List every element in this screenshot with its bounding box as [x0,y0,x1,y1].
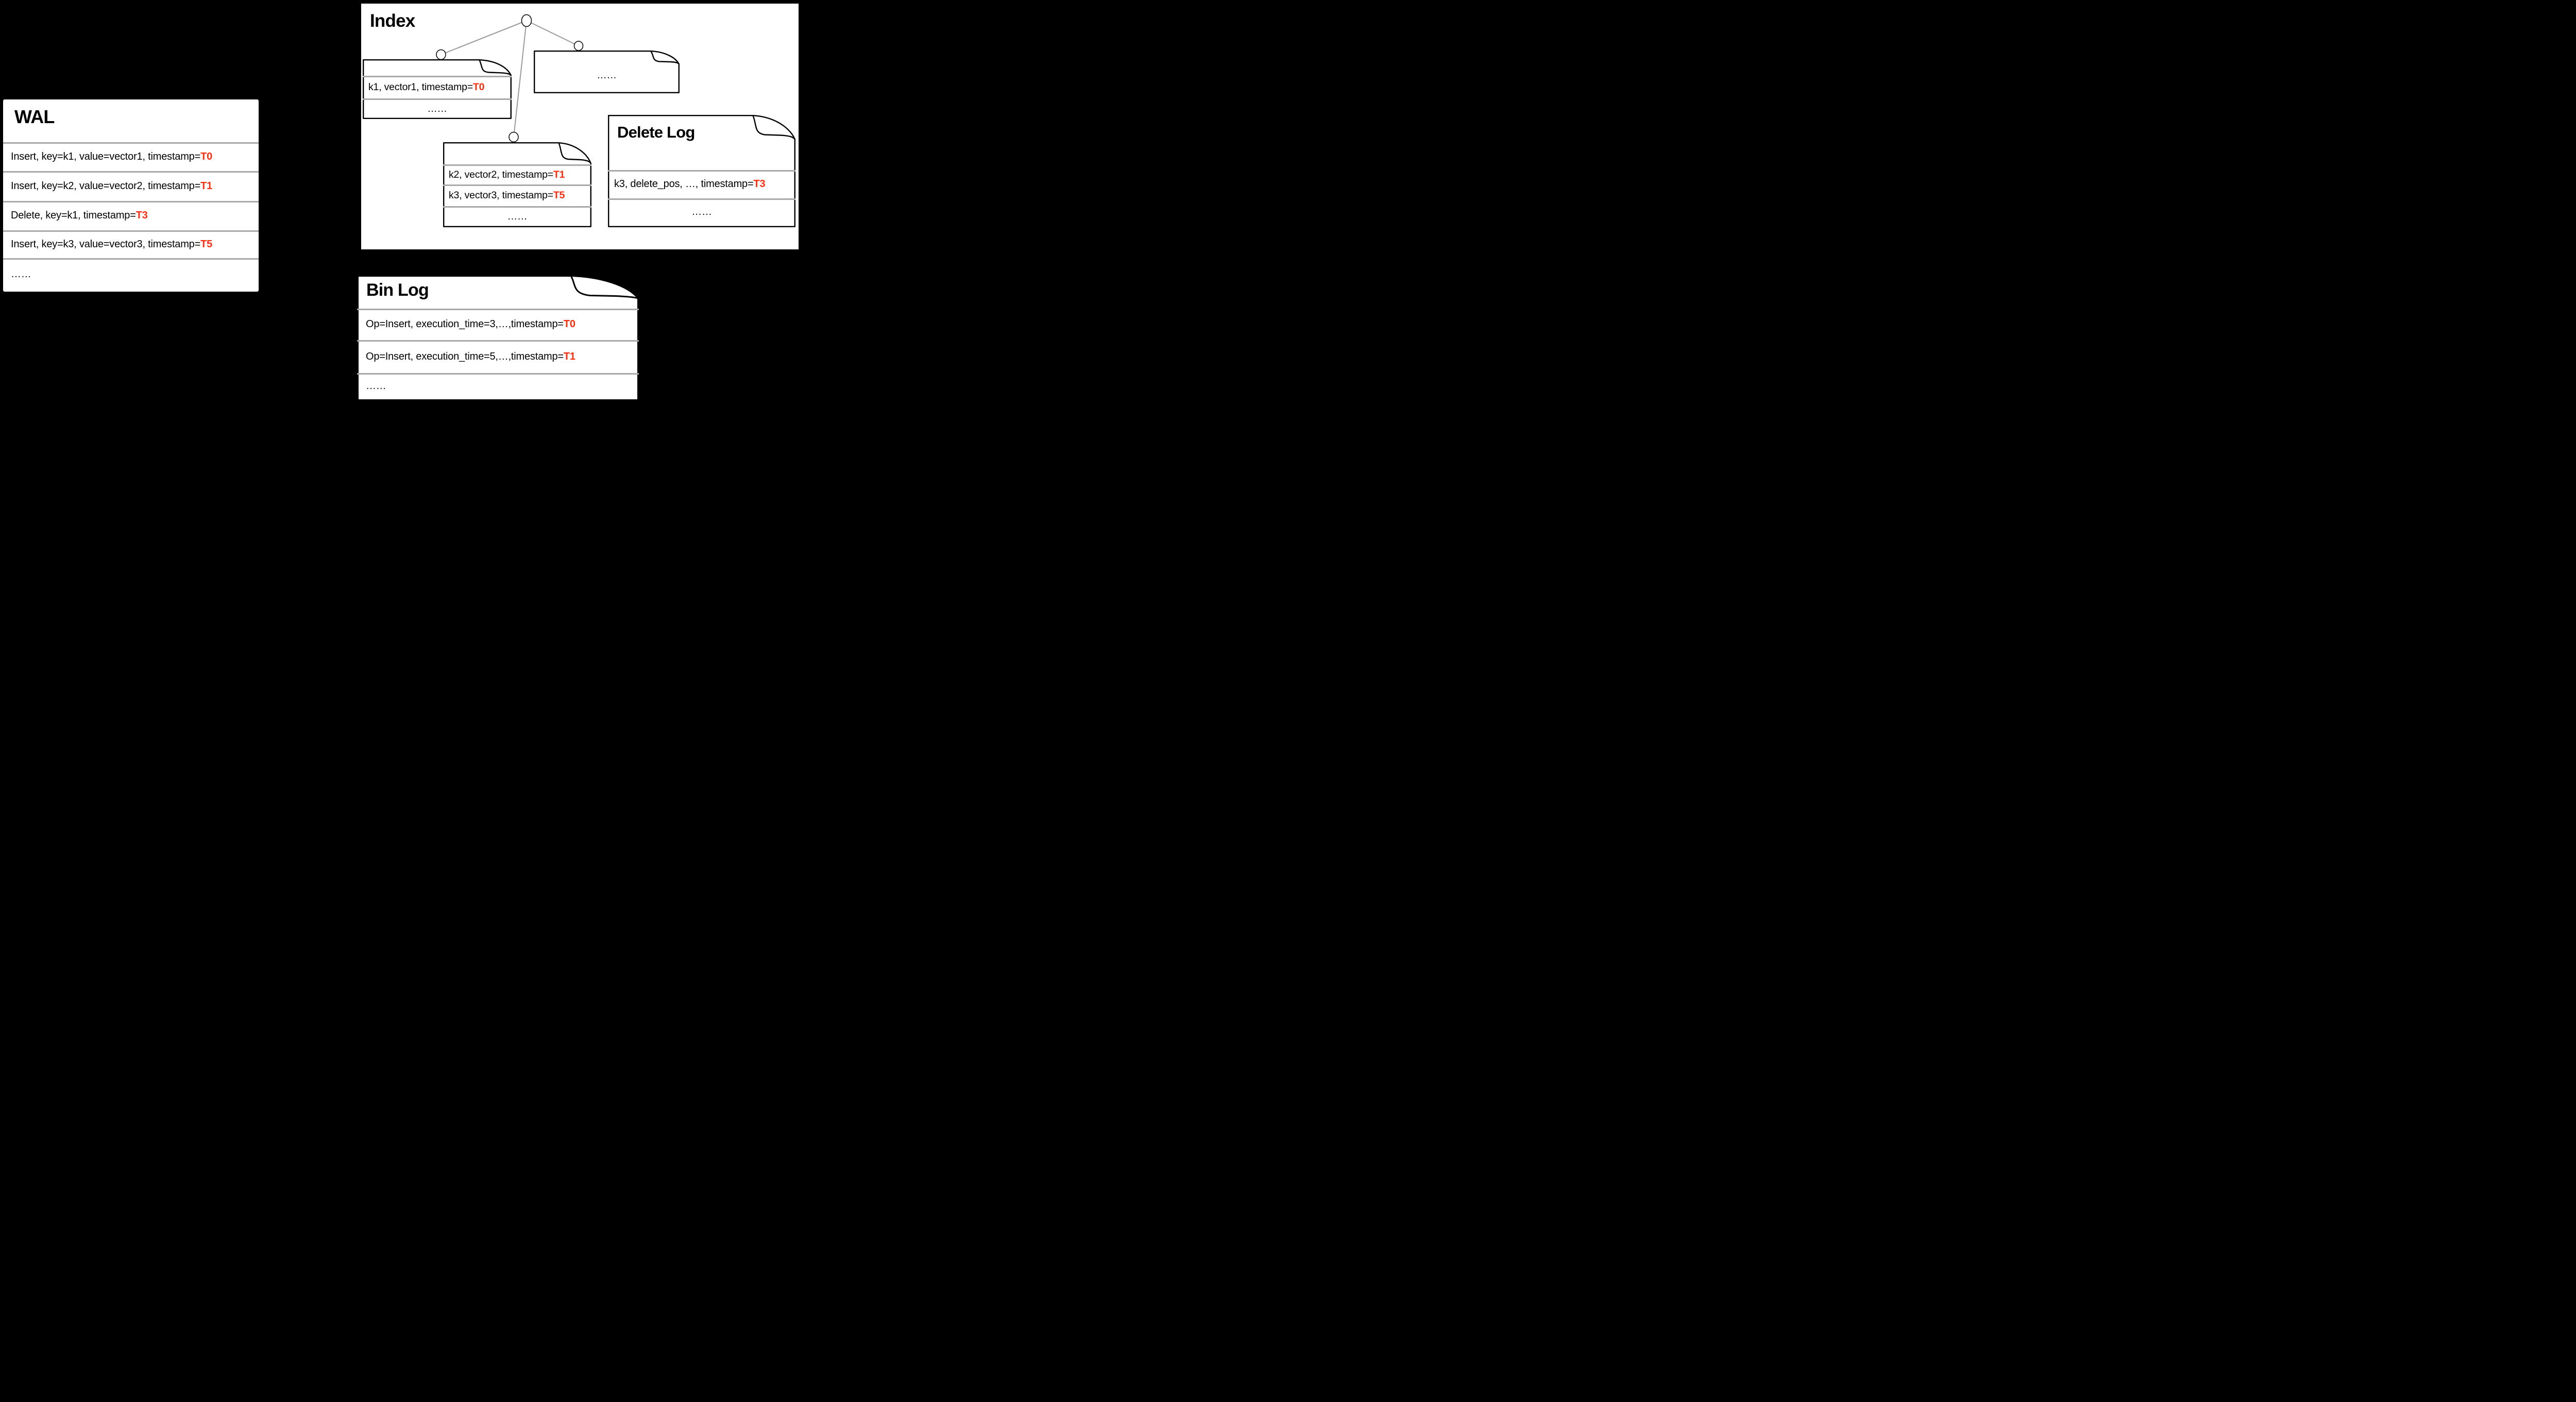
timestamp-value: T1 [200,180,213,192]
wal-row: Insert, key=k2, value=vector2, timestamp… [3,171,259,201]
delete-log-row-text: k3, delete_pos, …, timestamp= [614,178,754,190]
diagram-canvas: WAL Insert, key=k1, value=vector1, times… [0,0,807,402]
segment-dots-row: …… [534,64,680,87]
divider [363,76,512,77]
bin-log-title: Bin Log [366,280,429,300]
segment-row: k3, vector3, timestamp=T5 [443,185,591,206]
divider [3,201,259,202]
ellipsis-text: …… [507,210,528,222]
wal-row: Delete, key=k1, timestamp=T3 [3,201,259,230]
delete-log-box: Delete Log k3, delete_pos, …, timestamp=… [608,115,795,227]
divider [357,309,639,310]
segment-row-text: k1, vector1, timestamp= [368,81,473,93]
bin-log-box: Bin Log Op=Insert, execution_time=3,…,ti… [357,275,639,401]
wal-box: WAL Insert, key=k1, value=vector1, times… [2,98,260,293]
folded-page-shape [534,50,680,93]
divider [357,340,639,342]
divider [608,198,795,200]
divider [357,373,639,375]
divider [3,230,259,232]
fold-crease [570,276,638,299]
timestamp-value: T3 [753,178,766,190]
index-segment-right: …… [534,50,680,93]
wal-row: Insert, key=k3, value=vector3, timestamp… [3,230,259,258]
wal-row-text: Insert, key=k2, value=vector2, timestamp… [11,180,201,192]
divider [443,206,591,208]
segment-row-text: k3, vector3, timestamp= [449,190,553,201]
fold-crease [479,60,512,76]
bin-log-row: Op=Insert, execution_time=3,…,timestamp=… [357,309,639,340]
index-segment-middle: k2, vector2, timestamp=T1 k3, vector3, t… [443,142,591,227]
wal-row-text: Insert, key=k3, value=vector3, timestamp… [11,238,201,250]
timestamp-value: T0 [563,318,575,330]
segment-row: k2, vector2, timestamp=T1 [443,165,591,184]
fold-crease [650,51,680,64]
delete-log-dots-row: …… [608,198,795,225]
timestamp-value: T1 [553,168,565,180]
delete-log-row: k3, delete_pos, …, timestamp=T3 [608,170,795,198]
timestamp-value: T1 [563,350,575,362]
segment-dots-row: …… [363,99,512,118]
timestamp-value: T0 [200,150,213,162]
folded-page-shape [357,275,639,401]
segment-dots-row: …… [443,207,591,226]
divider [363,98,512,100]
index-segment-left: k1, vector1, timestamp=T0 …… [363,59,512,119]
divider [608,170,795,172]
timestamp-value: T5 [200,238,213,250]
fold-crease [752,115,795,140]
folded-page-outline [363,59,512,119]
segment-row-text: k2, vector2, timestamp= [449,168,553,180]
delete-log-title: Delete Log [617,123,695,141]
divider [3,258,259,260]
ellipsis-text: …… [597,69,617,81]
ellipsis-text: …… [427,103,447,114]
divider [3,142,259,144]
divider [3,171,259,173]
divider [443,184,591,186]
wal-row: Insert, key=k1, value=vector1, timestamp… [3,142,259,171]
bin-log-row: Op=Insert, execution_time=5,…,timestamp=… [357,340,639,373]
wal-row-text: Insert, key=k1, value=vector1, timestamp… [11,150,201,162]
timestamp-value: T0 [472,81,485,93]
fold-crease [558,143,591,164]
timestamp-value: T5 [553,190,565,201]
ellipsis-text: …… [691,206,712,217]
ellipsis-text: …… [366,380,386,392]
index-title: Index [370,11,415,31]
divider [443,164,591,166]
bin-log-row-text: Op=Insert, execution_time=5,…,timestamp= [366,350,564,362]
timestamp-value: T3 [135,210,148,221]
bin-log-row-text: Op=Insert, execution_time=3,…,timestamp= [366,318,564,330]
folded-page-shape [363,59,512,119]
folded-page-outline [534,50,680,93]
wal-title: WAL [14,106,55,127]
bin-log-dots-row: …… [357,373,639,399]
wal-row-text: Delete, key=k1, timestamp= [11,210,136,221]
segment-row: k1, vector1, timestamp=T0 [363,76,512,98]
ellipsis-text: …… [11,268,31,280]
wal-dots-row: …… [3,258,259,290]
